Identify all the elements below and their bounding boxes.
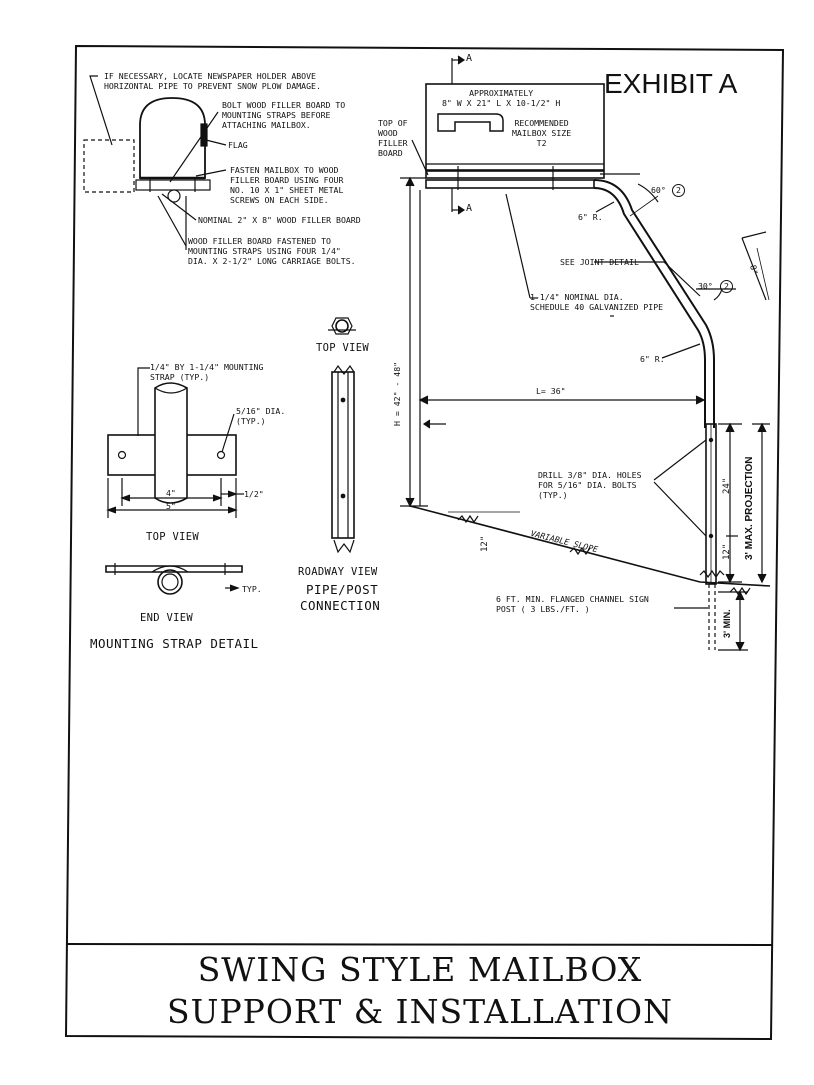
connection-roadway-view-label: ROADWAY VIEW: [298, 566, 378, 578]
note-bolt-filler-board: BOLT WOOD FILLER BOARD TO MOUNTING STRAP…: [222, 100, 346, 130]
dim-max-projection: 3' MAX. PROJECTION: [744, 456, 755, 560]
note-carriage-bolts: WOOD FILLER BOARD FASTENED TO MOUNTING S…: [188, 236, 356, 266]
dim-strap-half: 1/2": [244, 489, 264, 499]
note-drill-holes: DRILL 3/8" DIA. HOLES FOR 5/16" DIA. BOL…: [538, 470, 642, 500]
dim-length: L= 36": [536, 386, 566, 396]
note-newspaper-holder: IF NECESSARY, LOCATE NEWSPAPER HOLDER AB…: [104, 71, 321, 91]
note-fasten-mailbox: FASTEN MAILBOX TO WOOD FILLER BOARD USIN…: [230, 165, 344, 205]
note-pipe-spec: 1-1/4" NOMINAL DIA. SCHEDULE 40 GALVANIZ…: [530, 292, 664, 312]
newspaper-holder: [83, 139, 135, 193]
mailbox-side-view: [83, 75, 227, 250]
sheet-border: [64, 44, 785, 1041]
radius-upper: 6" R.: [578, 212, 603, 222]
dim-24: 24": [722, 477, 732, 494]
swing-support-elevation: [400, 55, 771, 652]
title-line-2: SUPPORT & INSTALLATION: [167, 992, 673, 1031]
dim-height: H = 42" - 48": [392, 361, 402, 426]
strap-end-view-label: END VIEW: [140, 612, 193, 624]
radius-lower: 6" R.: [640, 354, 665, 364]
note-strap-size: 1/4" BY 1-1/4" MOUNTING STRAP (TYP.): [150, 362, 264, 382]
note-nominal-filler-board: NOMINAL 2" X 8" WOOD FILLER BOARD: [198, 215, 361, 225]
note-sign-post: 6 FT. MIN. FLANGED CHANNEL SIGN POST ( 3…: [496, 594, 649, 614]
exhibit-label: EXHIBIT A: [604, 68, 738, 99]
circled-2-upper: 2: [672, 184, 685, 197]
note-recommended-size: RECOMMENDED MAILBOX SIZE T2: [512, 118, 572, 148]
dim-strap-4: 4": [166, 488, 176, 498]
pipe-post-connection: [328, 317, 356, 554]
note-top-of-board: TOP OF WOOD FILLER BOARD: [378, 118, 408, 158]
angle-60: 60°: [651, 185, 666, 195]
title-line-1: SWING STYLE MAILBOX: [197, 950, 643, 989]
strap-detail-caption: MOUNTING STRAP DETAIL: [90, 636, 259, 651]
title-block-divider: [66, 943, 773, 946]
dim-3-min: 3' MIN.: [722, 609, 732, 638]
strap-typ-label: TYP.: [242, 584, 262, 594]
dim-12-ground: 12": [480, 535, 490, 552]
angle-30: 30°: [698, 281, 713, 291]
connection-top-view-label: TOP VIEW: [316, 342, 369, 354]
section-a-bottom: A: [466, 203, 473, 214]
note-flag: FLAG: [228, 140, 248, 150]
dim-8: 8": [748, 264, 761, 276]
note-approximate-size: APPROXIMATELY 8" W X 21" L X 10-1/2" H: [442, 88, 561, 108]
mounting-strap-detail: [105, 367, 244, 595]
connection-caption-line1: PIPE/POST: [306, 582, 379, 597]
dim-strap-5: 5": [166, 501, 176, 511]
section-a-top: A: [466, 53, 473, 64]
dim-12-post: 12": [722, 543, 732, 560]
circled-2-lower: 2: [720, 280, 733, 293]
strap-top-view-label: TOP VIEW: [146, 531, 199, 543]
note-joint-detail: SEE JOINT DETAIL: [560, 257, 639, 267]
note-strap-hole-dia: 5/16" DIA. (TYP.): [236, 406, 286, 426]
connection-caption-line2: CONNECTION: [300, 598, 381, 613]
